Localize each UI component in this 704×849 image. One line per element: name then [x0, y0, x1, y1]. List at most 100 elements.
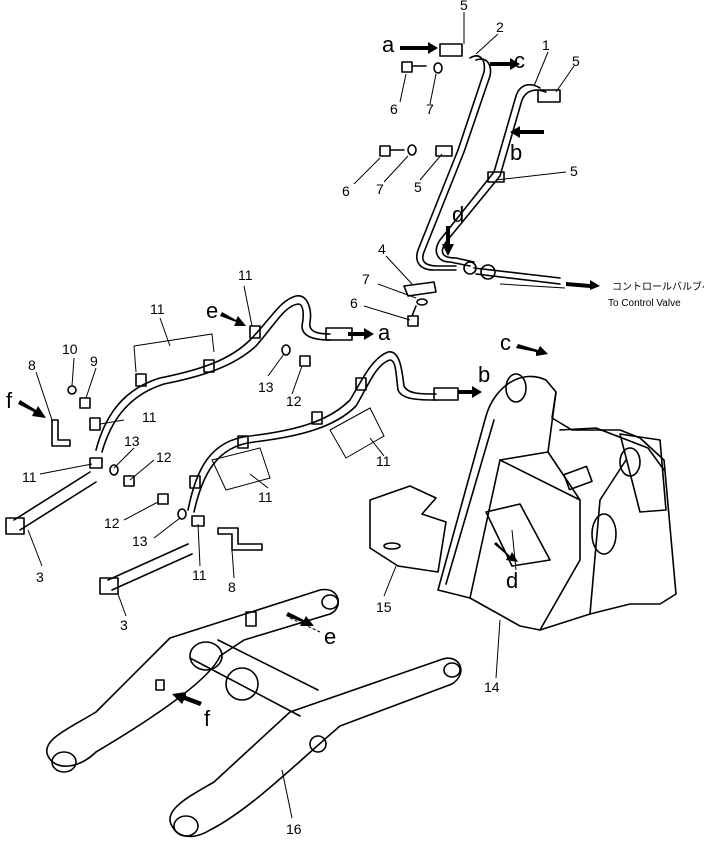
frame-boss-left [505, 373, 527, 403]
label-12-upper: 12 [286, 393, 302, 409]
arrow-f-lower [172, 692, 202, 706]
arrow-c-upper [490, 58, 520, 70]
hose-end-upper [5, 517, 25, 535]
bolt-6-middle [379, 145, 405, 157]
frame-slot [563, 465, 593, 491]
spring-guard-lower [107, 543, 193, 591]
label-2: 2 [496, 19, 504, 35]
clamp-11-g [311, 411, 323, 425]
label-7-middle: 7 [376, 181, 384, 197]
cross-tube-end-2 [225, 667, 259, 701]
ref-f-lower: f [204, 706, 211, 731]
arm-pin-left-1 [51, 751, 77, 773]
arm-hole [309, 735, 327, 753]
ref-a-lower: a [378, 320, 391, 345]
clamp-11-c [249, 325, 261, 339]
arrow-d-lower [494, 542, 518, 562]
label-6-upper: 6 [390, 101, 398, 117]
clamp-11-f [237, 435, 249, 449]
label-9: 9 [90, 353, 98, 369]
hose-to-valve [473, 267, 561, 285]
bolt-6-lower [407, 305, 419, 327]
frame-hole [591, 513, 617, 555]
label-1: 1 [542, 37, 550, 53]
arrow-d-upper [442, 226, 454, 256]
label-5-mid-left: 5 [414, 179, 422, 195]
leader-lines [27, 12, 575, 819]
ref-c-upper: c [514, 48, 525, 73]
label-11-mid: 11 [258, 489, 273, 505]
clamp-11-b [203, 359, 215, 373]
arrow-b-upper [510, 126, 544, 138]
cover-15 [369, 485, 447, 573]
control-valve-en: To Control Valve [608, 298, 681, 309]
arm-bracket [245, 611, 257, 627]
arm-lug [155, 679, 165, 691]
clamp-11-e [89, 457, 103, 469]
lift-arm-16 [45, 588, 462, 838]
label-16: 16 [286, 821, 302, 837]
ref-d-upper: d [452, 202, 464, 227]
arrow-a-lower [348, 328, 374, 340]
label-7-lower: 7 [362, 271, 370, 287]
hose-fitting-1 [480, 264, 496, 280]
bolt-9 [79, 397, 91, 409]
arrow-e-upper [220, 312, 246, 326]
label-13-lower: 13 [132, 533, 148, 549]
group-bracket-11-right [329, 407, 385, 459]
ref-e-lower: e [324, 624, 336, 649]
bolt-12-lower [157, 493, 169, 505]
label-11-group: 11 [150, 301, 165, 317]
frame-mount [619, 433, 667, 513]
arrow-f-upper [18, 400, 46, 418]
upper-pipe-assembly [379, 43, 561, 327]
label-6-lower: 6 [350, 295, 358, 311]
ref-b-upper: b [510, 140, 522, 165]
label-11-left: 11 [142, 409, 157, 425]
bolt-6-upper [401, 61, 427, 73]
bracket-8-right [217, 527, 263, 551]
hose-fitting-2 [463, 261, 477, 275]
arm-pin-left-2 [173, 815, 199, 837]
label-3-upper: 3 [36, 569, 44, 585]
cross-tube [189, 639, 319, 717]
arrow-c-lower [516, 344, 548, 356]
label-3-lower: 3 [120, 617, 128, 633]
middle-hose-assembly [5, 295, 459, 595]
label-11-left-low: 11 [22, 469, 37, 485]
label-15: 15 [376, 599, 392, 615]
arm-pin-top-2 [443, 662, 461, 678]
fitting-top [439, 43, 463, 57]
arrow-a-upper [400, 42, 438, 54]
ref-e-upper: e [206, 298, 218, 323]
label-10: 10 [62, 341, 78, 357]
label-6-middle: 6 [342, 183, 350, 199]
hose-end-b [433, 387, 459, 401]
arrow-b-lower [458, 386, 482, 398]
group-bracket-11-mid [211, 447, 271, 491]
washer-10 [67, 385, 77, 395]
clamp-11-h [355, 377, 367, 391]
label-8-left: 8 [28, 357, 36, 373]
label-8-right: 8 [228, 579, 236, 595]
label-13-upper: 13 [258, 379, 274, 395]
label-13-middle: 13 [124, 433, 140, 449]
spring-guard-upper [13, 471, 97, 531]
callouts: 5 2 1 5 a c 6 7 b 5 6 7 5 d 4 7 6 コントロール… [6, 0, 704, 837]
label-5-top: 5 [460, 0, 468, 13]
label-5-right: 5 [572, 53, 580, 69]
ref-b-lower: b [478, 362, 490, 387]
fitting-right [537, 89, 561, 103]
arm-pin-top-1 [321, 594, 339, 610]
washer-13-lower [177, 508, 187, 520]
clamp-11-d [89, 417, 101, 431]
label-12-lower: 12 [104, 515, 120, 531]
label-7-upper: 7 [426, 101, 434, 117]
label-11-bottom: 11 [192, 567, 207, 583]
ref-f-upper: f [6, 388, 13, 413]
arrow-e-lower [286, 612, 314, 626]
label-14: 14 [484, 679, 500, 695]
clamp-11-i [189, 475, 201, 489]
